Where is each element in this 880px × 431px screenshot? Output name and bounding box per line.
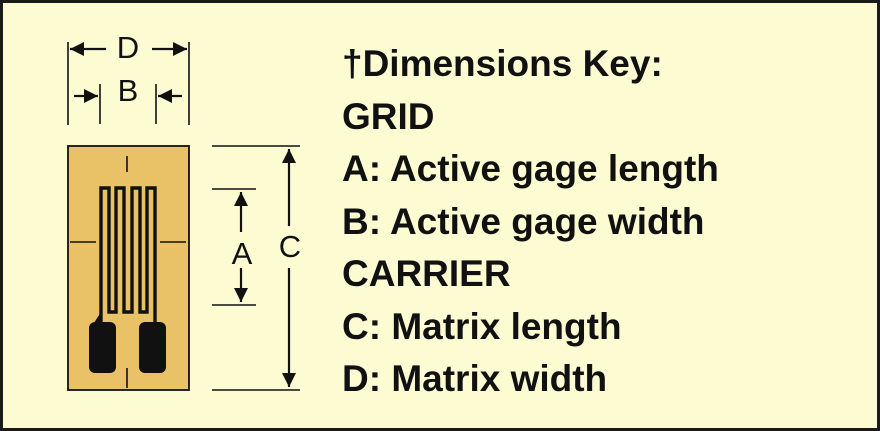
grid-heading: GRID: [342, 95, 435, 137]
key-c: C: Matrix length: [342, 305, 622, 347]
label-b: B: [118, 73, 139, 108]
carrier-heading: CARRIER: [342, 253, 511, 294]
dimension-d: D: [67, 30, 190, 125]
key-title: †Dimensions Key:: [342, 43, 663, 84]
dimension-c: C: [212, 145, 301, 391]
solder-tabs: [89, 322, 166, 373]
solder-tab-left: [89, 322, 116, 373]
label-c: C: [279, 229, 301, 264]
dimension-b: B: [74, 73, 182, 124]
label-d: D: [117, 30, 139, 65]
key-d: D: Matrix width: [342, 358, 608, 399]
gage-carrier: [67, 145, 190, 391]
solder-tab-right: [139, 322, 166, 373]
dimension-a: A: [212, 188, 256, 306]
label-a: A: [232, 236, 253, 271]
gage-grid: [92, 186, 157, 326]
key-b: B: Active gage width: [342, 200, 705, 242]
dimensions-key: †Dimensions Key: GRID A: Active gage len…: [342, 38, 719, 406]
key-a: A: Active gage length: [342, 148, 719, 189]
